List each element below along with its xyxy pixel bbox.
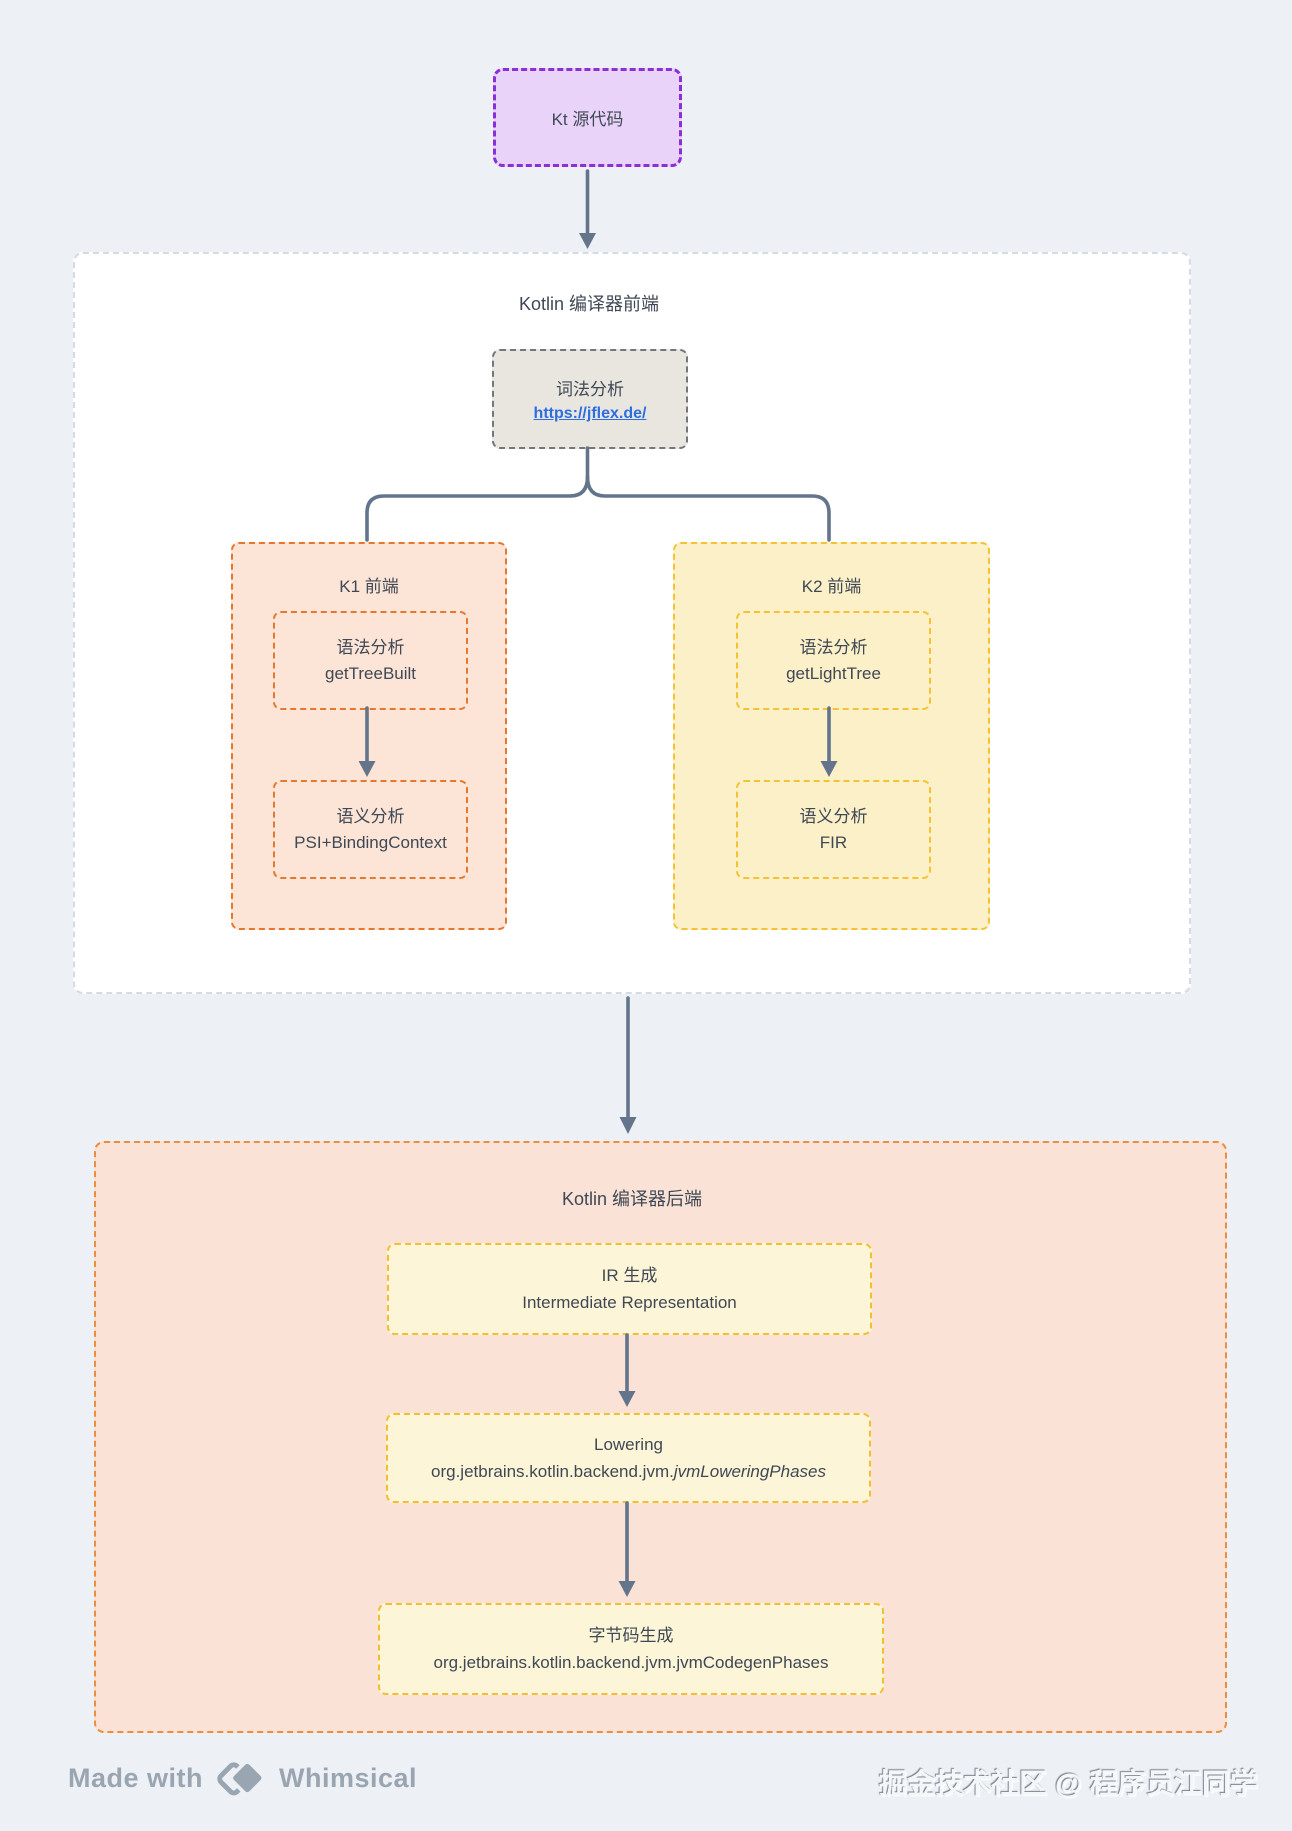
k1-syntax-line1: 语法分析 [336,637,405,657]
k2-syntax-line2: getLightTree [786,663,881,683]
frontend-container: Kotlin 编译器前端 词法分析 https://jflex.de/ K1 前… [73,252,1191,994]
made-with-label: Made with [68,1762,204,1793]
lexical-analysis-title: 词法分析 [556,380,624,399]
whimsical-logo-icon [217,1760,266,1796]
node-k1-semantic-analysis: 语义分析 PSI+BindingContext [273,780,468,879]
node-ir-generation: IR 生成 Intermediate Representation [387,1243,872,1335]
codegen-line1: 字节码生成 [588,1626,674,1645]
made-with-whimsical: Made with Whimsical [68,1750,417,1806]
lowering-line1: Lowering [594,1435,663,1454]
codegen-line2: org.jetbrains.kotlin.backend.jvm.jvmCode… [433,1653,829,1672]
k1-frontend-group: K1 前端 语法分析 getTreeBuilt 语义分析 PSI+Binding… [231,542,507,930]
node-lowering: Lowering org.jetbrains.kotlin.backend.jv… [386,1413,871,1503]
node-k2-syntax-analysis: 语法分析 getLightTree [736,611,931,710]
frontend-title: Kotlin 编译器前端 [518,294,660,314]
k2-semantic-line1: 语义分析 [799,806,868,826]
juejin-watermark: 掘金技术社区 @ 程序员江同学 [879,1768,1258,1799]
k2-semantic-line2: FIR [819,832,848,852]
k1-semantic-line2: PSI+BindingContext [294,832,447,852]
whimsical-brand-label: Whimsical [279,1762,418,1793]
arrowhead-source-to-frontend [579,233,596,249]
k2-frontend-group: K2 前端 语法分析 getLightTree 语义分析 FIR [673,542,990,930]
k1-syntax-line2: getTreeBuilt [324,663,417,683]
k1-semantic-line1: 语义分析 [336,806,405,826]
ir-line2: Intermediate Representation [522,1293,737,1312]
arrowhead-frontend-to-backend [619,1117,637,1134]
k2-syntax-line1: 语法分析 [799,637,868,657]
lowering-package-italic: jvmLoweringPhases [673,1462,826,1481]
backend-container: Kotlin 编译器后端 IR 生成 Intermediate Represen… [94,1141,1227,1733]
backend-title: Kotlin 编译器后端 [561,1189,703,1209]
k2-title: K2 前端 [801,577,862,596]
node-kt-source: Kt 源代码 [493,68,682,167]
ir-line1: IR 生成 [601,1266,658,1285]
kt-source-label: Kt 源代码 [551,110,624,129]
node-lexical-analysis: 词法分析 https://jflex.de/ [492,349,688,449]
node-bytecode-generation: 字节码生成 org.jetbrains.kotlin.backend.jvm.j… [378,1603,884,1695]
jflex-link[interactable]: https://jflex.de/ [533,405,647,422]
node-k1-syntax-analysis: 语法分析 getTreeBuilt [273,611,468,710]
lowering-package-prefix: org.jetbrains.kotlin.backend.jvm. [431,1462,674,1481]
lowering-line2: org.jetbrains.kotlin.backend.jvm.jvmLowe… [431,1458,826,1485]
k1-title: K1 前端 [339,577,399,596]
node-k2-semantic-analysis: 语义分析 FIR [736,780,931,879]
